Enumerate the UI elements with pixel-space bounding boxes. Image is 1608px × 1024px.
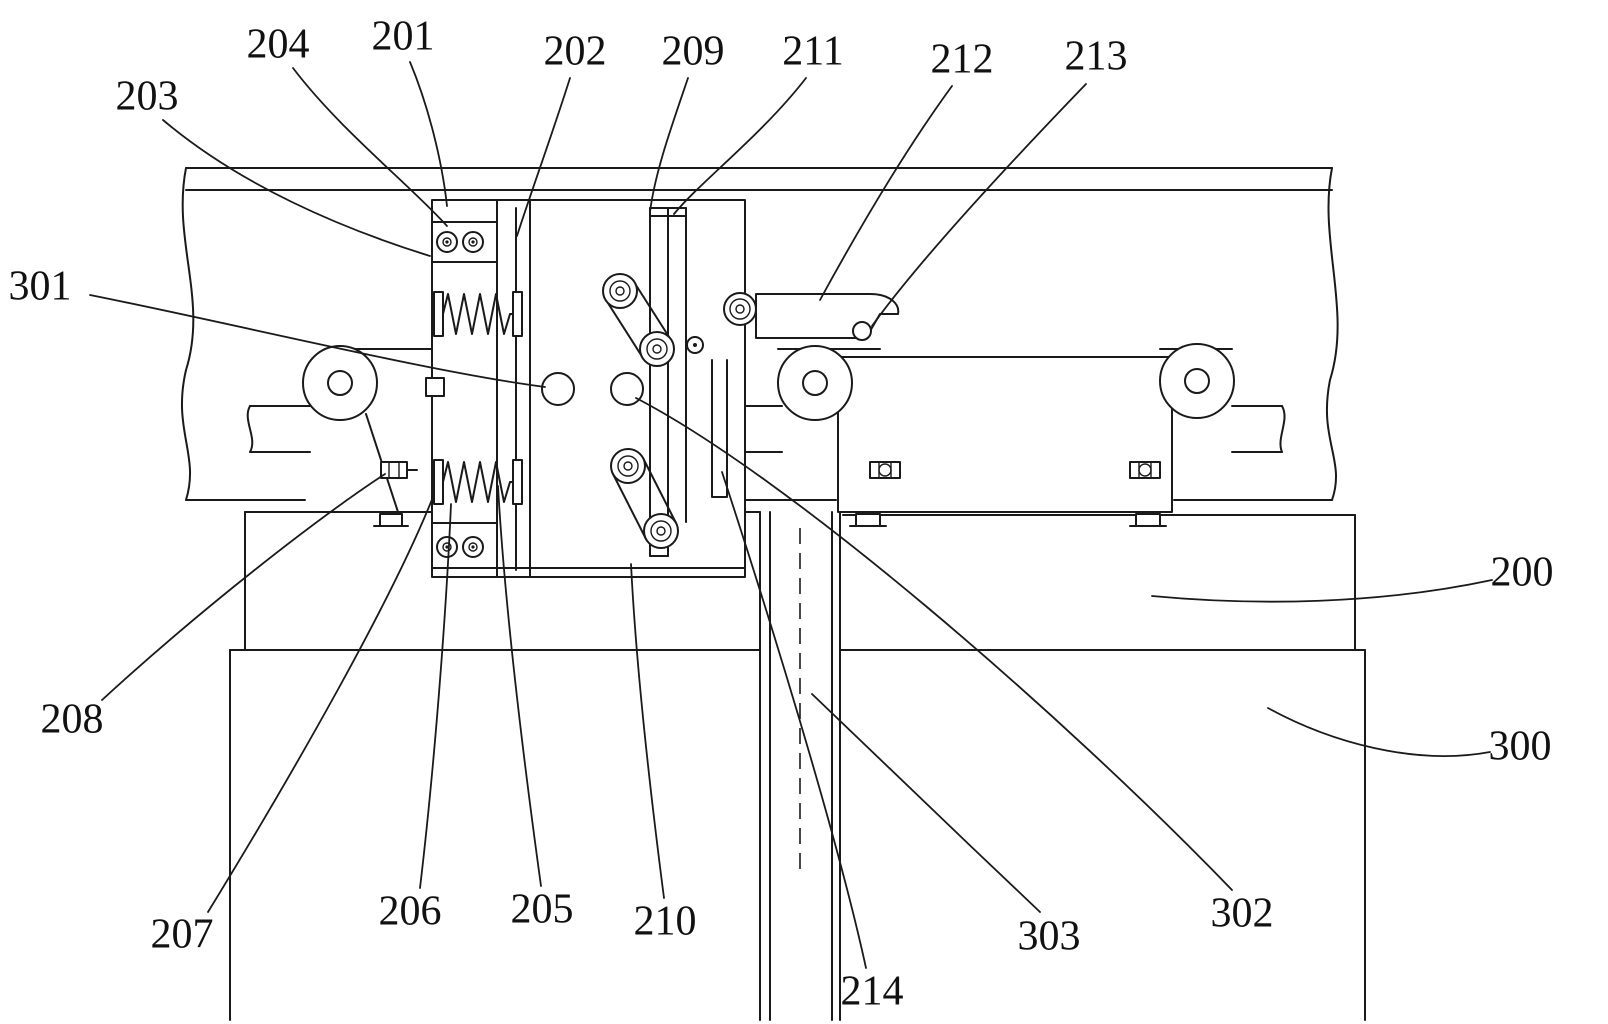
upper-chain-link xyxy=(602,273,675,367)
left-base-nut xyxy=(373,513,409,527)
leader-line-202 xyxy=(516,77,571,237)
ref-label-202: 202 xyxy=(544,29,607,75)
leader-line-203 xyxy=(162,119,431,257)
conveyor-beam xyxy=(180,167,1339,501)
right-arm-break xyxy=(1279,405,1286,453)
center-mechanism xyxy=(425,199,900,578)
right-arm-lines xyxy=(1231,405,1283,453)
stop-block xyxy=(425,377,445,397)
leader-line-207 xyxy=(207,496,434,913)
latch-pivot xyxy=(723,292,757,326)
ref-label-203: 203 xyxy=(116,74,179,120)
leader-line-209 xyxy=(649,77,689,213)
left-roller-bracket xyxy=(246,345,433,527)
leader-line-208 xyxy=(101,473,386,701)
ref-label-213: 213 xyxy=(1065,34,1128,80)
roller-mount-plate xyxy=(837,356,1173,513)
ref-label-200: 200 xyxy=(1491,550,1554,596)
left-hex-bolt xyxy=(380,461,418,479)
latch-catch-hole xyxy=(852,321,872,341)
leader-line-205 xyxy=(497,485,542,887)
right-roller-hub-right xyxy=(1184,368,1210,394)
leader-line-300 xyxy=(1267,707,1491,757)
lower-spring xyxy=(433,459,523,505)
top-screw-pair xyxy=(436,231,484,253)
ref-label-300: 300 xyxy=(1489,724,1552,770)
upper-spring xyxy=(433,291,523,337)
ref-label-207: 207 xyxy=(151,912,214,958)
leader-line-200 xyxy=(1151,579,1493,603)
plate-base-nut-left xyxy=(849,513,887,527)
ref-label-211: 211 xyxy=(782,29,843,75)
ref-label-201: 201 xyxy=(372,14,435,60)
lower-chain-link xyxy=(610,448,679,549)
leader-line-301 xyxy=(89,294,546,388)
ref-label-204: 204 xyxy=(247,22,310,68)
leader-line-214 xyxy=(721,471,867,969)
ref-label-205: 205 xyxy=(511,887,574,933)
leader-line-303 xyxy=(811,693,1041,913)
beam-right-break-line xyxy=(1325,167,1339,501)
plate-hex-bolt-right xyxy=(1129,461,1161,479)
center-pin-left xyxy=(541,372,575,406)
ref-label-210: 210 xyxy=(634,899,697,945)
ref-label-303: 303 xyxy=(1018,914,1081,960)
support-column-right xyxy=(831,511,1366,1021)
plate-hex-bolt-left xyxy=(869,461,901,479)
slot-bar xyxy=(711,359,728,498)
center-pin-right xyxy=(610,372,644,406)
right-roller-assembly xyxy=(744,343,1286,527)
leader-line-213 xyxy=(871,83,1087,327)
right-roller-hub-left xyxy=(802,370,828,396)
ref-label-208: 208 xyxy=(41,697,104,743)
ref-label-206: 206 xyxy=(379,889,442,935)
latch-arm xyxy=(686,292,900,354)
plate-base-nut-right xyxy=(1129,513,1167,527)
left-arm-lines xyxy=(249,405,313,453)
beam-left-break-line xyxy=(180,167,195,501)
leader-line-210 xyxy=(630,563,665,899)
left-roller-hub xyxy=(327,370,353,396)
bottom-screw-pair xyxy=(436,536,484,558)
leader-line-211 xyxy=(673,77,807,215)
ref-label-301: 301 xyxy=(9,264,72,310)
leader-line-201 xyxy=(409,61,448,207)
ref-label-302: 302 xyxy=(1211,891,1274,937)
leader-line-204 xyxy=(292,67,448,227)
labels-layer: 203 204 201 202 209 211 212 213 301 208 207 206 205 2… xyxy=(9,14,1554,1015)
leader-line-206 xyxy=(419,503,452,889)
ref-label-209: 209 xyxy=(662,29,725,75)
support-column-left xyxy=(229,511,771,1021)
ref-label-212: 212 xyxy=(931,37,994,83)
ref-label-214: 214 xyxy=(841,969,904,1015)
leader-line-212 xyxy=(819,85,953,301)
mechanism-housing xyxy=(431,199,746,578)
left-arm-break xyxy=(246,405,254,453)
leader-line-302 xyxy=(635,397,1233,891)
housing-horizontal-lines xyxy=(431,221,746,569)
right-link-lines xyxy=(744,405,783,453)
